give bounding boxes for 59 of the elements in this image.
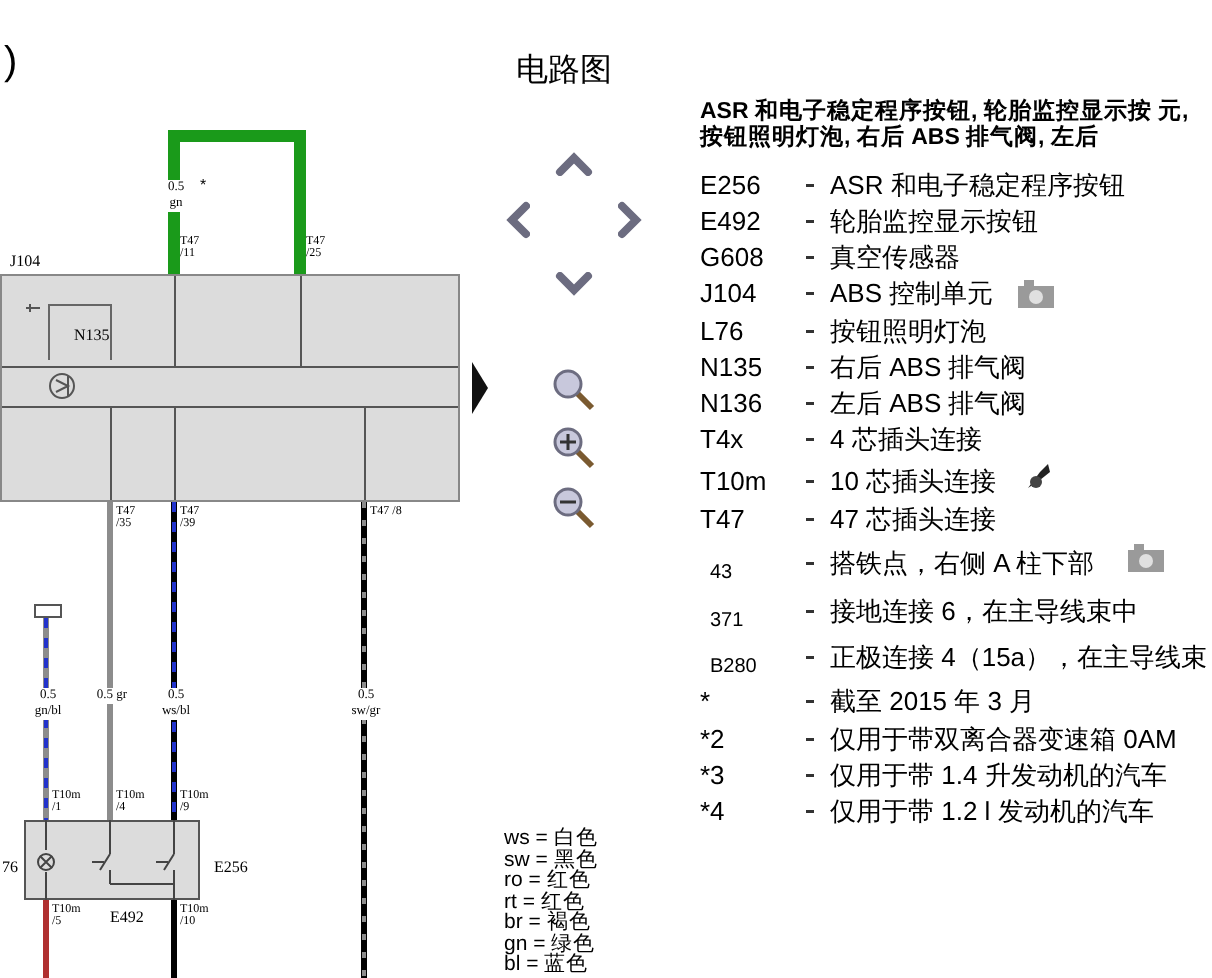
color-code: br = 褐色 (504, 912, 591, 932)
component-label: E256 (214, 858, 248, 876)
component-description: 仅用于带 1.2 l 发动机的汽车 (830, 796, 1154, 826)
component-code: N136 (700, 388, 763, 418)
component-code: *2 (700, 724, 725, 754)
component-description: 4 芯插头连接 (830, 424, 982, 454)
component-description: 接地连接 6，在主导线束中 (830, 596, 1138, 626)
component-description: 仅用于带双离合器变速箱 0AM (830, 724, 1177, 754)
component-description: ABS 控制单元 (830, 278, 994, 308)
component-label: J104 (10, 252, 41, 270)
color-code: sw = 黑色 (504, 849, 598, 869)
component-code: N135 (700, 352, 763, 382)
wire (43, 900, 49, 978)
component-code: T4x (700, 424, 744, 454)
component-description: 按钮照明灯泡 (830, 316, 986, 346)
component-description: 截至 2015 年 3 月 (830, 686, 1036, 716)
component-code: * (700, 686, 711, 716)
component-description: 右后 ABS 排气阀 (830, 352, 1027, 382)
component-description: 仅用于带 1.4 升发动机的汽车 (830, 760, 1167, 790)
component-code: *4 (700, 796, 725, 826)
wire (107, 502, 113, 820)
component-description: 左后 ABS 排气阀 (830, 388, 1027, 418)
color-code: rt = 红色 (504, 891, 585, 911)
component-code: L76 (700, 316, 744, 346)
component-code: T10m (700, 466, 767, 496)
pin-label: * (200, 176, 207, 194)
wire (171, 900, 177, 978)
component-code: 43 (710, 560, 733, 588)
wire (168, 130, 306, 274)
component-code: *3 (700, 760, 725, 790)
component-code: J104 (700, 278, 757, 308)
valve-box (48, 304, 112, 360)
component-description: 47 芯插头连接 (830, 504, 997, 534)
color-code: gn = 绿色 (504, 933, 596, 953)
color-code: ws = 白色 (504, 828, 598, 848)
component-code: T47 (700, 504, 745, 534)
color-code: bl = 蓝色 (504, 954, 589, 974)
connector-box (34, 604, 62, 618)
component-description: 真空传感器 (830, 242, 960, 272)
component-code: G608 (700, 242, 764, 272)
component-code: E492 (700, 206, 761, 236)
component-label: 76 (2, 858, 18, 876)
component-code: E256 (700, 170, 761, 200)
color-code: ro = 红色 (504, 870, 591, 890)
component-description: 搭铁点，右侧 A 柱下部 (830, 548, 1095, 578)
component-description: ASR 和电子稳定程序按钮 (830, 170, 1125, 200)
legend-heading: ASR 和电子稳定程序按钮, 轮胎监控显示按 元, 按钮照明灯泡, 右后 ABS 排气阀, 左后 (700, 100, 1191, 152)
page-title: 电路图 (516, 51, 612, 92)
bracket-text: ) (4, 40, 18, 86)
wire (43, 618, 49, 820)
component-code: B280 (710, 654, 757, 682)
component-label: N135 (74, 326, 110, 344)
wire (361, 502, 367, 978)
component-description: 10 芯插头连接 (830, 466, 997, 496)
component-code: 371 (710, 608, 744, 636)
component-label: E492 (110, 908, 144, 926)
component-description: 正极连接 4（15a），在主导线束 (830, 642, 1208, 672)
component-description: 轮胎监控显示按钮 (830, 206, 1038, 236)
wire (171, 502, 177, 820)
